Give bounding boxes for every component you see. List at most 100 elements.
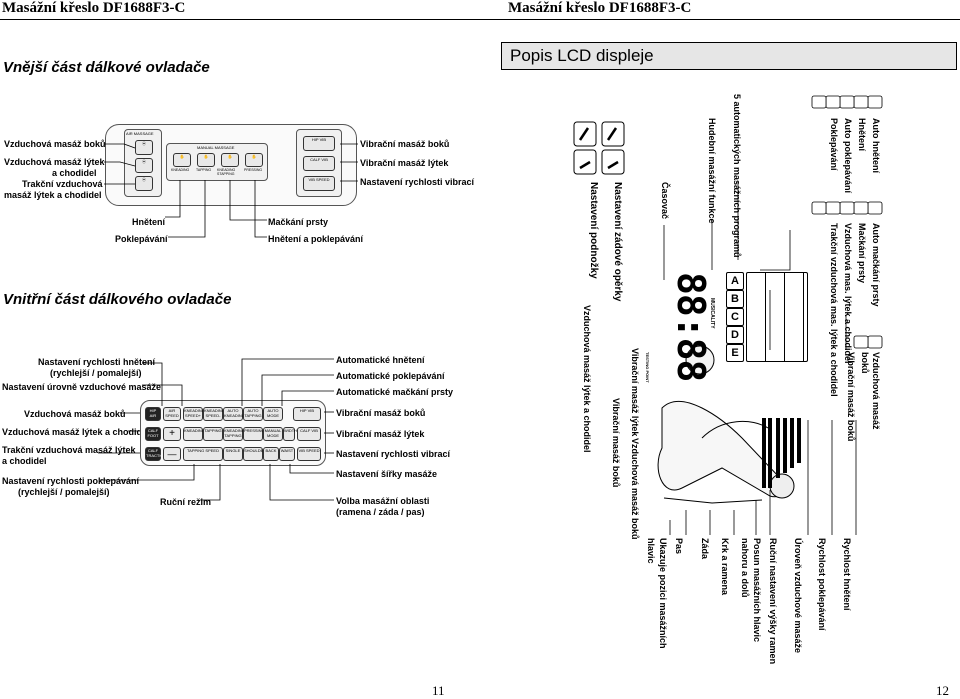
outer-air-calf-button[interactable]: ⦿ (135, 158, 153, 173)
label-kneading: Hnětení (132, 217, 166, 227)
label-air-waist: Vzduchová masáž boků (4, 139, 106, 149)
lcd-program-e: E (726, 344, 744, 362)
air-massage-caption: AIR MASSAGE (126, 131, 154, 136)
label-vib-waist: Vibrační masáž boků (360, 139, 450, 149)
outer-air-waist-button[interactable]: ⦿ (135, 140, 153, 155)
label-traction: Trakční vzduchová (22, 179, 103, 189)
inner-section-title: Vnitřní část dálkového ovladače (3, 291, 232, 308)
inner-label-5a: Trakční vzduchová masáž lýtek (2, 445, 136, 455)
label-shiatsu: Mačkání prsty (268, 217, 329, 227)
inner-vib-speed-button[interactable]: VIB SPEED (297, 447, 321, 461)
lcd-program-b: B (726, 290, 744, 308)
lcd-program-a: A (726, 272, 744, 290)
lcd-label-head-position: Ukazuje pozici masážních (658, 538, 668, 649)
inner-label-5b: a chodidel (2, 456, 47, 466)
inner-minus-button[interactable]: — (163, 447, 181, 461)
inner-knead-tapping-button[interactable]: KNEADING TAPPING (223, 427, 245, 441)
outer-calf-vib-button[interactable]: CALF VIB (303, 156, 335, 171)
inner-kneading-button[interactable]: KNEADING (183, 427, 205, 441)
lcd-program-a-label: A (731, 275, 739, 287)
inner-tapping-button[interactable]: TAPPING (203, 427, 223, 441)
inner-kneading-speed-down-button[interactable]: KNEADING SPEED- (203, 407, 225, 421)
lcd-program-d: D (726, 326, 744, 344)
outer-remote-panel: AIR MASSAGE ⦿ ⦿ ⦿ MANUAL MASSAGE ✋ ✋ ✋ ✋… (105, 124, 357, 206)
lcd-label-air-level: Úroveň vzduchové masáže (793, 538, 803, 654)
label-traction-2: masáž lýtek a chodidel (4, 190, 102, 200)
inner-calf-traction-button[interactable]: CALF TRACTION (145, 447, 166, 461)
inner-plus-button[interactable]: + (163, 427, 181, 441)
outer-tapping-caption: TAPPING (196, 168, 212, 172)
inner-auto-mode-button[interactable]: AUTO MODE (263, 407, 283, 421)
lcd-program-b-label: B (731, 293, 739, 305)
label-tapping: Poklepávání (115, 234, 168, 244)
left-page-number: 11 (432, 683, 445, 698)
inner-hip-vib-button[interactable]: HIP VIB (293, 407, 321, 421)
inner-label-1b: (rychlejší / pomalejší) (50, 368, 142, 378)
inner-label-manual: Ruční režim (160, 497, 212, 507)
inner-air-speed-button[interactable]: AIR SPEED (163, 407, 181, 421)
inner-auto-tapping-button[interactable]: AUTO TAPPING (243, 407, 263, 421)
inner-label-r1: Automatické hnětení (336, 355, 425, 365)
backrest-footrest-icons (573, 121, 625, 175)
lcd-program-c: C (726, 308, 744, 326)
inner-tapping-speed-button[interactable]: TAPPING SPEED (183, 447, 223, 461)
inner-single-button[interactable]: SINGLE (223, 447, 243, 461)
outer-hip-vib-button[interactable]: HIP VIB (303, 136, 335, 151)
outer-calf-vib-caption: CALF VIB (310, 157, 328, 162)
outer-hip-vib-caption: HIP VIB (311, 137, 327, 142)
inner-label-r5: Vibrační masáž lýtek (336, 429, 425, 439)
outer-pressing-button[interactable]: ✋ (245, 153, 263, 167)
lcd-section-title-box: Popis LCD displeje (501, 42, 957, 70)
inner-label-4: Vzduchová masáž lýtek a chodidel (2, 427, 150, 437)
inner-shoulder-button[interactable]: SHOULDER (243, 447, 266, 461)
lcd-program-c-label: C (731, 311, 739, 323)
outer-section-title: Vnější část dálkové ovladače (3, 59, 210, 76)
lcd-top-icons (811, 95, 883, 349)
inner-remote-panel: HIP AIR AIR SPEED KNEADING SPEED+ KNEADI… (140, 400, 326, 466)
inner-label-r2: Automatické poklepávání (336, 371, 445, 381)
inner-label-r7: Nastavení šířky masáže (336, 469, 438, 479)
inner-label-r6: Nastavení rychlosti vibrací (336, 449, 451, 459)
label-air-calf: Vzduchová masáž lýtek (4, 157, 105, 167)
inner-auto-kneading-button[interactable]: AUTO KNEADING (223, 407, 245, 421)
lcd-display: 88:88 MUSICALITY TESTING POINT A B C D E (642, 268, 808, 518)
header-rule (0, 19, 960, 20)
inner-label-r3: Automatické mačkání prsty (336, 387, 454, 397)
inner-pressing-button[interactable]: PRESSING (243, 427, 265, 441)
label-air-calf-2: a chodidel (52, 168, 97, 178)
lcd-program-icon-column (746, 272, 808, 362)
inner-label-r4: Vibrační masáž boků (336, 408, 426, 418)
lcd-label-move-heads: Posun masážních hlavic (752, 538, 762, 643)
inner-kneading-speed-up-button[interactable]: KNEADING SPEED+ (183, 407, 205, 421)
outer-vib-speed-button[interactable]: VIB SPEED (303, 176, 335, 191)
inner-calf-foot-button[interactable]: CALF FOOT (145, 427, 161, 441)
outer-knead-step-caption: KNEADING STAPPING (217, 168, 236, 176)
right-page-number: 12 (936, 683, 949, 698)
inner-hip-air-button[interactable]: HIP AIR (145, 407, 161, 421)
label-vib-speed: Nastavení rychlosti vibrací (360, 177, 475, 187)
inner-label-6b: (rychlejší / pomalejší) (18, 487, 110, 497)
lcd-figure (657, 345, 801, 504)
outer-kneading-caption: KNEADING (171, 168, 190, 172)
outer-leader-lines (104, 143, 358, 238)
outer-knead-tap-button[interactable]: ✋ (221, 153, 239, 167)
inner-waist-button[interactable]: WAIST (279, 447, 295, 461)
inner-label-6a: Nastavení rychlosti poklepávání (2, 476, 140, 486)
inner-label-1a: Nastavení rychlosti hnětení (38, 357, 156, 367)
outer-manual-group: MANUAL MASSAGE ✋ ✋ ✋ ✋ KNEADING TAPPING … (166, 143, 268, 181)
lcd-leader-lines (663, 182, 857, 535)
outer-pressing-caption: PRESSING (244, 168, 263, 172)
outer-traction-button[interactable]: ⦿ (135, 176, 153, 191)
left-header-title: Masážní křeslo DF1688F3-C (2, 0, 186, 16)
inner-calf-vib-button[interactable]: CALF VIB (297, 427, 321, 441)
inner-back-button[interactable]: BACK (263, 447, 279, 461)
inner-manual-mode-button[interactable]: MANUAL MODE (263, 427, 283, 441)
outer-kneading-button[interactable]: ✋ (173, 153, 191, 167)
outer-tapping-button[interactable]: ✋ (197, 153, 215, 167)
label-knead-tap: Hnětení a poklepávání (268, 234, 364, 244)
outer-vib-group: HIP VIB CALF VIB VIB SPEED (296, 129, 342, 197)
inner-width-button[interactable]: WIDTH (283, 427, 297, 441)
lcd-label-tap-speed: Rychlost poklepávání (817, 538, 827, 631)
right-header-title: Masážní křeslo DF1688F3-C (508, 0, 692, 16)
lcd-label-shoulder-height: Ruční nastavení výšky ramen (768, 538, 778, 665)
